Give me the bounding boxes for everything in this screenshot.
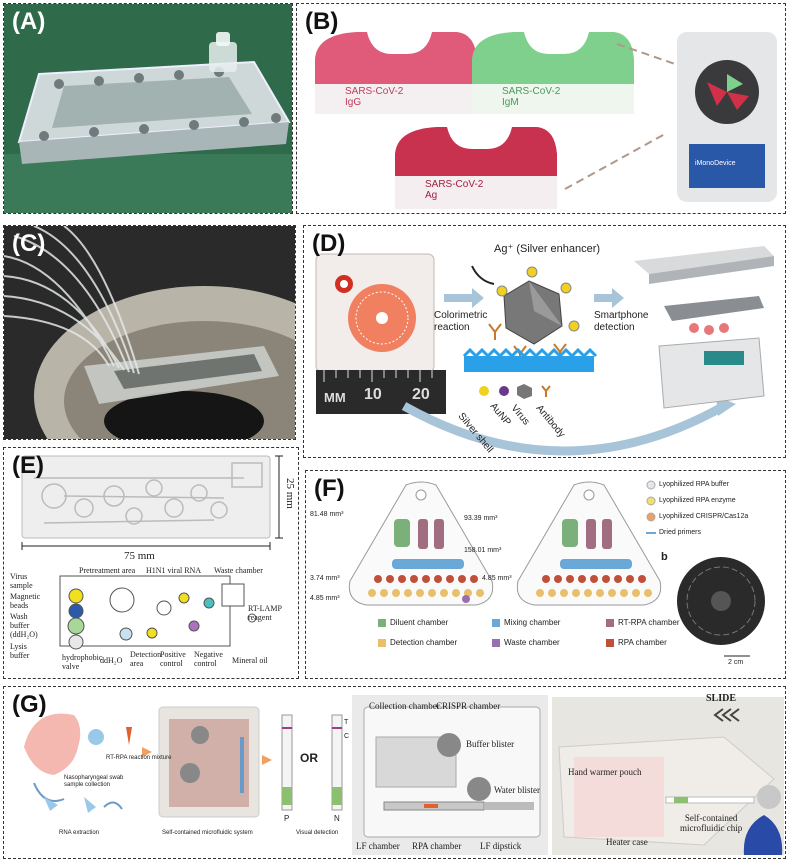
f-chamber-diluent: Diluent chamber xyxy=(390,618,449,627)
f-vol-6: 4.85 mm³ xyxy=(482,575,512,582)
e-h1n1: H1N1 viral RNA xyxy=(146,566,202,575)
card-igg-label: SARS-CoV-2 IgG xyxy=(345,86,404,108)
g-or: OR xyxy=(300,751,318,765)
panel-e: 75 mm 25 mm Virus sample Magnetic beads … xyxy=(3,447,299,679)
panel-f: 81.48 mm³ 93.39 mm³ 158.01 mm³ 3.74 mm³ … xyxy=(305,470,786,679)
ruler-20: 20 xyxy=(412,386,430,403)
g-rt-rpa: RT-RPA reaction mixture xyxy=(106,755,172,761)
e-lysis-buffer: Lysis buffer xyxy=(10,642,30,660)
e-negative: Negative control xyxy=(194,650,223,668)
panel-label-c: (C) xyxy=(12,230,46,257)
f-vol-1: 81.48 mm³ xyxy=(310,511,344,518)
f-chamber-rtrpa: RT-RPA chamber xyxy=(618,618,680,627)
f-chamber-waste: Waste chamber xyxy=(504,638,560,647)
g-n: N xyxy=(334,814,340,823)
panel-label-e: (E) xyxy=(12,452,44,479)
f-reagent-1: Lyophilized RPA buffer xyxy=(659,481,729,488)
f-vol-2: 93.39 mm³ xyxy=(464,515,498,522)
e-detection: Detection area xyxy=(130,650,162,668)
f-sub-b: b xyxy=(661,551,668,563)
g-system: Self-contained microfluidic system xyxy=(162,830,253,836)
g-water: Water blister xyxy=(494,785,541,795)
e-wash-buffer: Wash buffer (ddH₂O) xyxy=(10,612,38,639)
f-vol-5: 4.85 mm³ xyxy=(310,595,340,602)
e-height-dim: 25 mm xyxy=(284,478,296,509)
e-mineral-oil: Mineral oil xyxy=(232,656,268,665)
panel-label-d: (D) xyxy=(312,230,346,257)
g-slide: SLIDE xyxy=(706,693,737,704)
g-rna: RNA extraction xyxy=(59,830,100,836)
device-screen-text: iMonoDevice xyxy=(695,160,736,167)
f-reagent-2: Lyophilized RPA enzyme xyxy=(659,497,736,504)
f-chamber-detection: Detection chamber xyxy=(390,638,458,647)
g-c: C xyxy=(344,733,350,740)
g-rpa: RPA chamber xyxy=(412,841,462,851)
e-rt-lamp: RT-LAMP reagent xyxy=(248,604,282,622)
f-scale: 2 cm xyxy=(728,659,744,666)
card-ag-label: SARS-CoV-2 Ag xyxy=(425,179,484,201)
panel-label-g: (G) xyxy=(12,691,47,718)
e-magnetic-beads: Magnetic beads xyxy=(10,592,41,610)
diagram-d xyxy=(315,246,774,456)
panel-label-f: (F) xyxy=(314,475,345,502)
g-lf-chamber: LF chamber xyxy=(356,841,400,851)
e-positive: Positive control xyxy=(160,650,186,668)
g-visual: Visual detection xyxy=(296,830,339,836)
panel-label-b: (B) xyxy=(305,8,339,35)
f-reagent-3: Lyophilized CRISPR/Cas12a xyxy=(659,513,749,520)
panel-g: Nasopharyngeal swab sample collection RT… xyxy=(3,686,786,859)
g-lf-dipstick: LF dipstick xyxy=(480,841,522,851)
g-hand-warmer: Hand warmer pouch xyxy=(568,767,642,777)
ruler-10: 10 xyxy=(364,386,382,403)
g-t: T xyxy=(344,719,349,726)
ag-silver-enhancer-label: Ag⁺ (Silver enhancer) xyxy=(494,243,601,255)
g-heater: Heater case xyxy=(606,837,648,847)
g-swab: Nasopharyngeal swab sample collection xyxy=(64,775,124,788)
panel-b: SARS-CoV-2 IgG SARS-CoV-2 IgM SARS-CoV-2… xyxy=(296,3,786,214)
panel-c: (C) xyxy=(3,225,296,440)
smartphone-label: Smartphone detection xyxy=(594,310,649,333)
panel-label-a: (A) xyxy=(12,8,46,35)
f-chamber-mixing: Mixing chamber xyxy=(504,618,561,627)
panel-a: (A) xyxy=(3,3,293,214)
colorimetric-label: Colorimetric reaction xyxy=(434,310,488,333)
panel-d: Ag⁺ (Silver enhancer) Colorimetric react… xyxy=(303,225,786,458)
ruler-mm: MM xyxy=(324,390,346,405)
workflow-g xyxy=(24,695,784,855)
chip-photo-a xyxy=(4,4,292,213)
chip-e xyxy=(21,455,283,650)
e-waste: Waste chamber xyxy=(214,566,263,575)
g-chip: Self-contained microfluidic chip xyxy=(680,813,743,833)
e-pretreatment: Pretreatment area xyxy=(79,566,136,575)
e-hydrophobic: hydrophobic valve xyxy=(62,653,103,671)
g-collection: Collection chamber xyxy=(369,701,440,711)
f-chamber-rpa: RPA chamber xyxy=(618,638,667,647)
e-virus-sample: Virus sample xyxy=(10,572,33,590)
chip-photo-c xyxy=(4,226,295,439)
e-ddh2o: ddH₂O xyxy=(100,656,123,665)
f-vol-3: 158.01 mm³ xyxy=(464,547,502,554)
g-crispr: CRISPR chamber xyxy=(436,701,501,711)
test-cards-b xyxy=(315,32,777,209)
f-reagent-4: Dried primers xyxy=(659,529,702,536)
g-buffer: Buffer blister xyxy=(466,739,515,749)
e-width-dim: 75 mm xyxy=(124,550,155,562)
f-vol-4: 3.74 mm³ xyxy=(310,575,340,582)
g-p: P xyxy=(284,814,290,823)
chip-f xyxy=(348,480,765,657)
card-igm-label: SARS-CoV-2 IgM xyxy=(502,86,561,108)
